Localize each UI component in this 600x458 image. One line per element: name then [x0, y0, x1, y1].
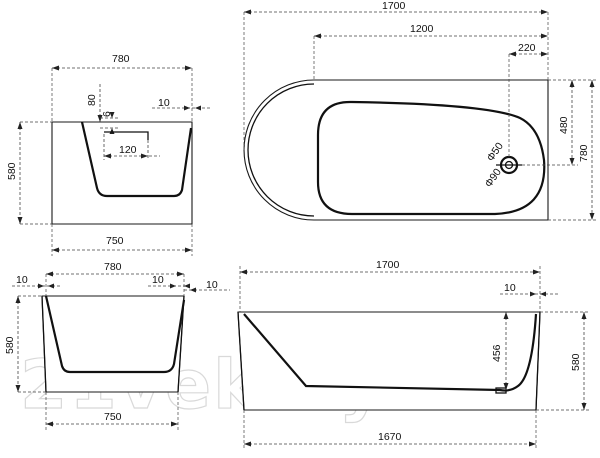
- plan-basin: [316, 100, 546, 216]
- end-wall-label: 6: [101, 111, 113, 117]
- plan-length-label: 1700: [382, 0, 406, 12]
- end-gap-label: 10: [158, 97, 170, 109]
- side-basin: [243, 313, 538, 392]
- side-base-length-label: 1670: [378, 431, 402, 443]
- end2-outer: [41, 295, 185, 393]
- side-height-label: 580: [570, 353, 582, 371]
- end-bottom-width-label: 750: [106, 235, 124, 247]
- plan-rim-curve: [247, 83, 315, 217]
- end-drain-spacing-label: 120: [119, 144, 137, 156]
- view-end-section-top: 780 80 6 10 120 580: [6, 53, 210, 256]
- end2-top-width-label: 780: [104, 261, 122, 273]
- side-length-label: 1700: [376, 259, 400, 271]
- plan-inner-length-label: 1200: [410, 23, 434, 35]
- end2-bottom-width-label: 750: [104, 411, 122, 423]
- end-section-basin: [80, 121, 193, 198]
- side-inner-depth-label: 456: [491, 344, 503, 362]
- plan-depth-label: 480: [558, 116, 570, 134]
- view-side-elevation: 1700 10 456 580 1670: [237, 259, 590, 450]
- view-plan: Φ50 Φ90 1700 1200 220 480 780: [243, 0, 598, 221]
- side-drain: [495, 387, 507, 394]
- end2-rim-outside-label: 10: [206, 279, 218, 291]
- end-height-label: 580: [6, 162, 18, 180]
- plan-width-label: 780: [578, 144, 590, 162]
- plan-drain-offset-label: 220: [518, 42, 536, 54]
- end-section-outer: [51, 121, 193, 225]
- view-end-section-bottom: 780 10 10 10 580 750: [4, 261, 230, 430]
- side-rim-label: 10: [504, 282, 516, 294]
- end2-basin: [44, 295, 186, 374]
- end2-rim-left-label: 10: [16, 274, 28, 286]
- end-drop-label: 80: [86, 94, 98, 106]
- end2-height-label: 580: [4, 336, 16, 354]
- end2-rim-right-label: 10: [152, 274, 164, 286]
- end-top-width-label: 780: [112, 53, 130, 65]
- plan-outer: [243, 79, 549, 221]
- end-drain-pipe: [104, 131, 149, 140]
